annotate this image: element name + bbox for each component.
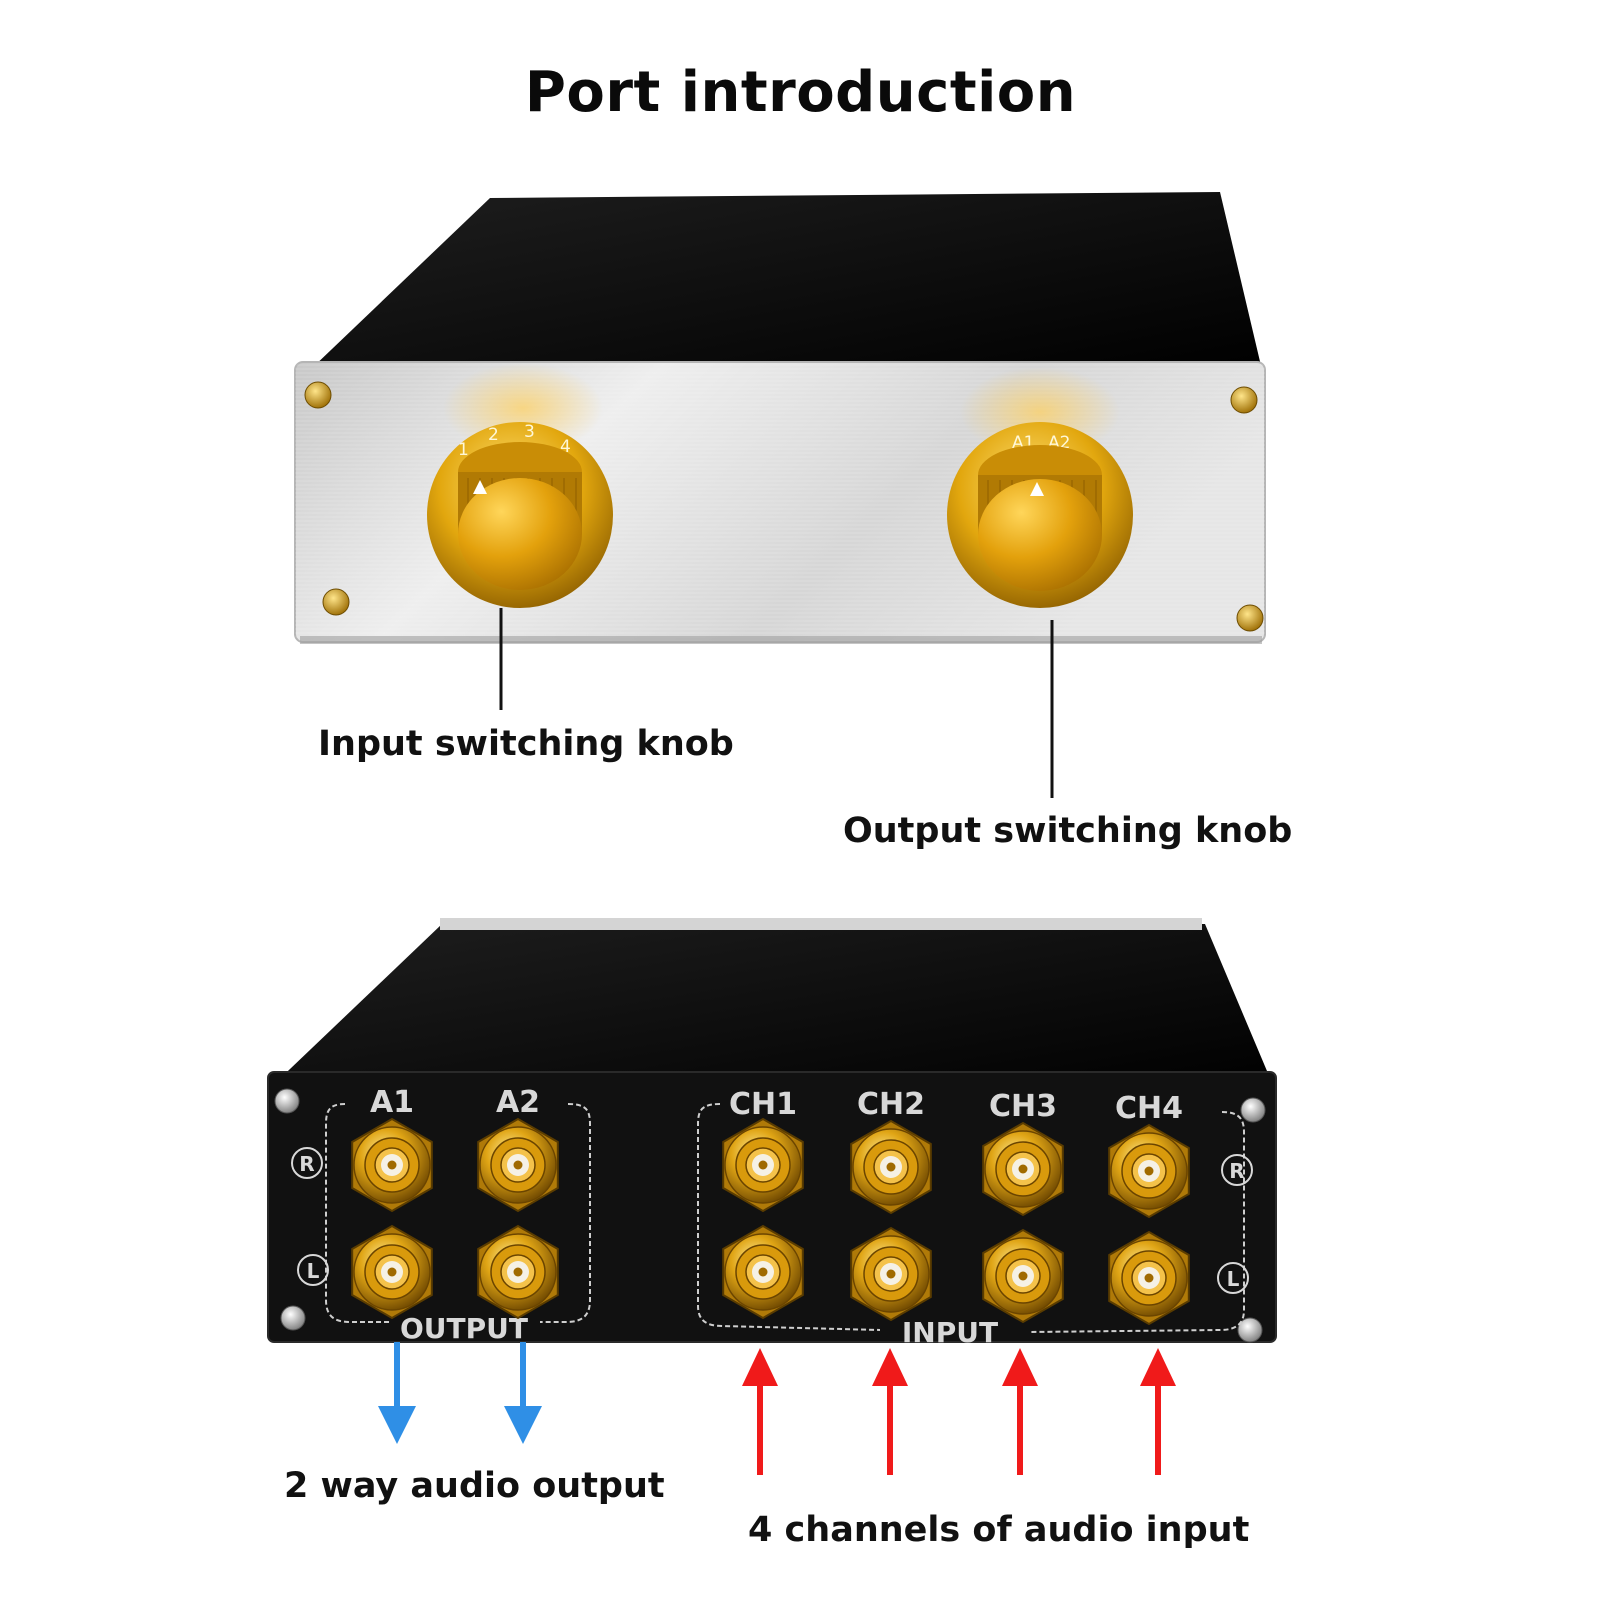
output-knob-label: Output switching knob (843, 811, 1293, 851)
screw-icon (1237, 1317, 1263, 1343)
row-marker-l-right: L (1217, 1262, 1249, 1294)
rca-input-ch4-l[interactable] (1108, 1230, 1190, 1326)
input-group-bracket (1029, 1111, 1245, 1333)
rca-output-a1-l[interactable] (351, 1224, 433, 1320)
input-column-label: CH2 (857, 1087, 925, 1122)
pointer-icon (1030, 482, 1044, 496)
rear-panel-device: A1 A2 CH1 CH2 CH3 CH4 OUTPUT INPUT R L R… (267, 918, 1277, 1349)
rca-output-a1-r[interactable] (351, 1117, 433, 1213)
input-knob-cap (458, 478, 582, 590)
screw-icon (304, 381, 332, 409)
rca-input-ch2-l[interactable] (850, 1226, 932, 1322)
input-dial-number: 4 (560, 437, 571, 457)
row-marker-r-left: R (291, 1147, 323, 1179)
svg-text:L: L (307, 1259, 320, 1283)
input-knob-label: Input switching knob (318, 724, 734, 764)
output-knob-cap (978, 479, 1102, 591)
output-caption: 2 way audio output (284, 1466, 665, 1506)
rca-output-a2-l[interactable] (477, 1224, 559, 1320)
screw-icon (274, 1088, 300, 1114)
rca-jacks (351, 1117, 1190, 1326)
input-dial-number: 3 (524, 422, 535, 442)
rca-input-ch3-r[interactable] (982, 1121, 1064, 1217)
input-group-label: INPUT (902, 1316, 998, 1349)
output-arrow-a1 (378, 1342, 416, 1444)
svg-text:R: R (299, 1152, 314, 1176)
svg-text:R: R (1229, 1159, 1244, 1183)
front-panel-device: 1 2 3 4 A1 A2 (294, 192, 1266, 798)
output-group-bracket (540, 1103, 591, 1323)
input-column-label: CH3 (989, 1089, 1057, 1124)
input-column-label: CH1 (729, 1087, 797, 1122)
row-marker-l-left: L (297, 1254, 329, 1286)
screw-icon (1236, 604, 1264, 632)
input-arrow-ch3 (1002, 1348, 1038, 1475)
rca-output-a2-r[interactable] (477, 1117, 559, 1213)
screw-icon (280, 1305, 306, 1331)
rca-input-ch1-l[interactable] (722, 1224, 804, 1320)
output-group-bracket (325, 1103, 392, 1323)
output-group-label: OUTPUT (400, 1312, 528, 1345)
input-arrow-ch4 (1140, 1348, 1176, 1475)
input-arrows (742, 1348, 1176, 1475)
screw-icon (322, 588, 350, 616)
screw-icon (1230, 386, 1258, 414)
input-caption: 4 channels of audio input (748, 1510, 1250, 1550)
front-device-top (310, 192, 1262, 370)
input-dial-number: 1 (458, 440, 469, 460)
svg-text:L: L (1227, 1267, 1240, 1291)
output-column-label: A2 (496, 1085, 540, 1120)
output-column-label: A1 (370, 1085, 414, 1120)
input-switching-knob[interactable]: 1 2 3 4 (427, 363, 613, 608)
rca-input-ch4-r[interactable] (1108, 1123, 1190, 1219)
output-switching-knob[interactable]: A1 A2 (947, 367, 1133, 608)
input-arrow-ch2 (872, 1348, 908, 1475)
input-column-label: CH4 (1115, 1091, 1183, 1126)
output-arrow-a2 (504, 1342, 542, 1444)
input-dial-number: 2 (488, 425, 499, 445)
row-marker-r-right: R (1221, 1154, 1253, 1186)
rca-input-ch1-r[interactable] (722, 1117, 804, 1213)
input-group-bracket (697, 1103, 881, 1331)
rear-device-top (268, 924, 1275, 1090)
pointer-icon (473, 480, 487, 494)
output-arrows (378, 1342, 542, 1444)
rca-input-ch3-l[interactable] (982, 1228, 1064, 1324)
rca-input-ch2-r[interactable] (850, 1119, 932, 1215)
screw-icon (1240, 1097, 1266, 1123)
input-arrow-ch1 (742, 1348, 778, 1475)
page-title: Port introduction (524, 60, 1077, 125)
